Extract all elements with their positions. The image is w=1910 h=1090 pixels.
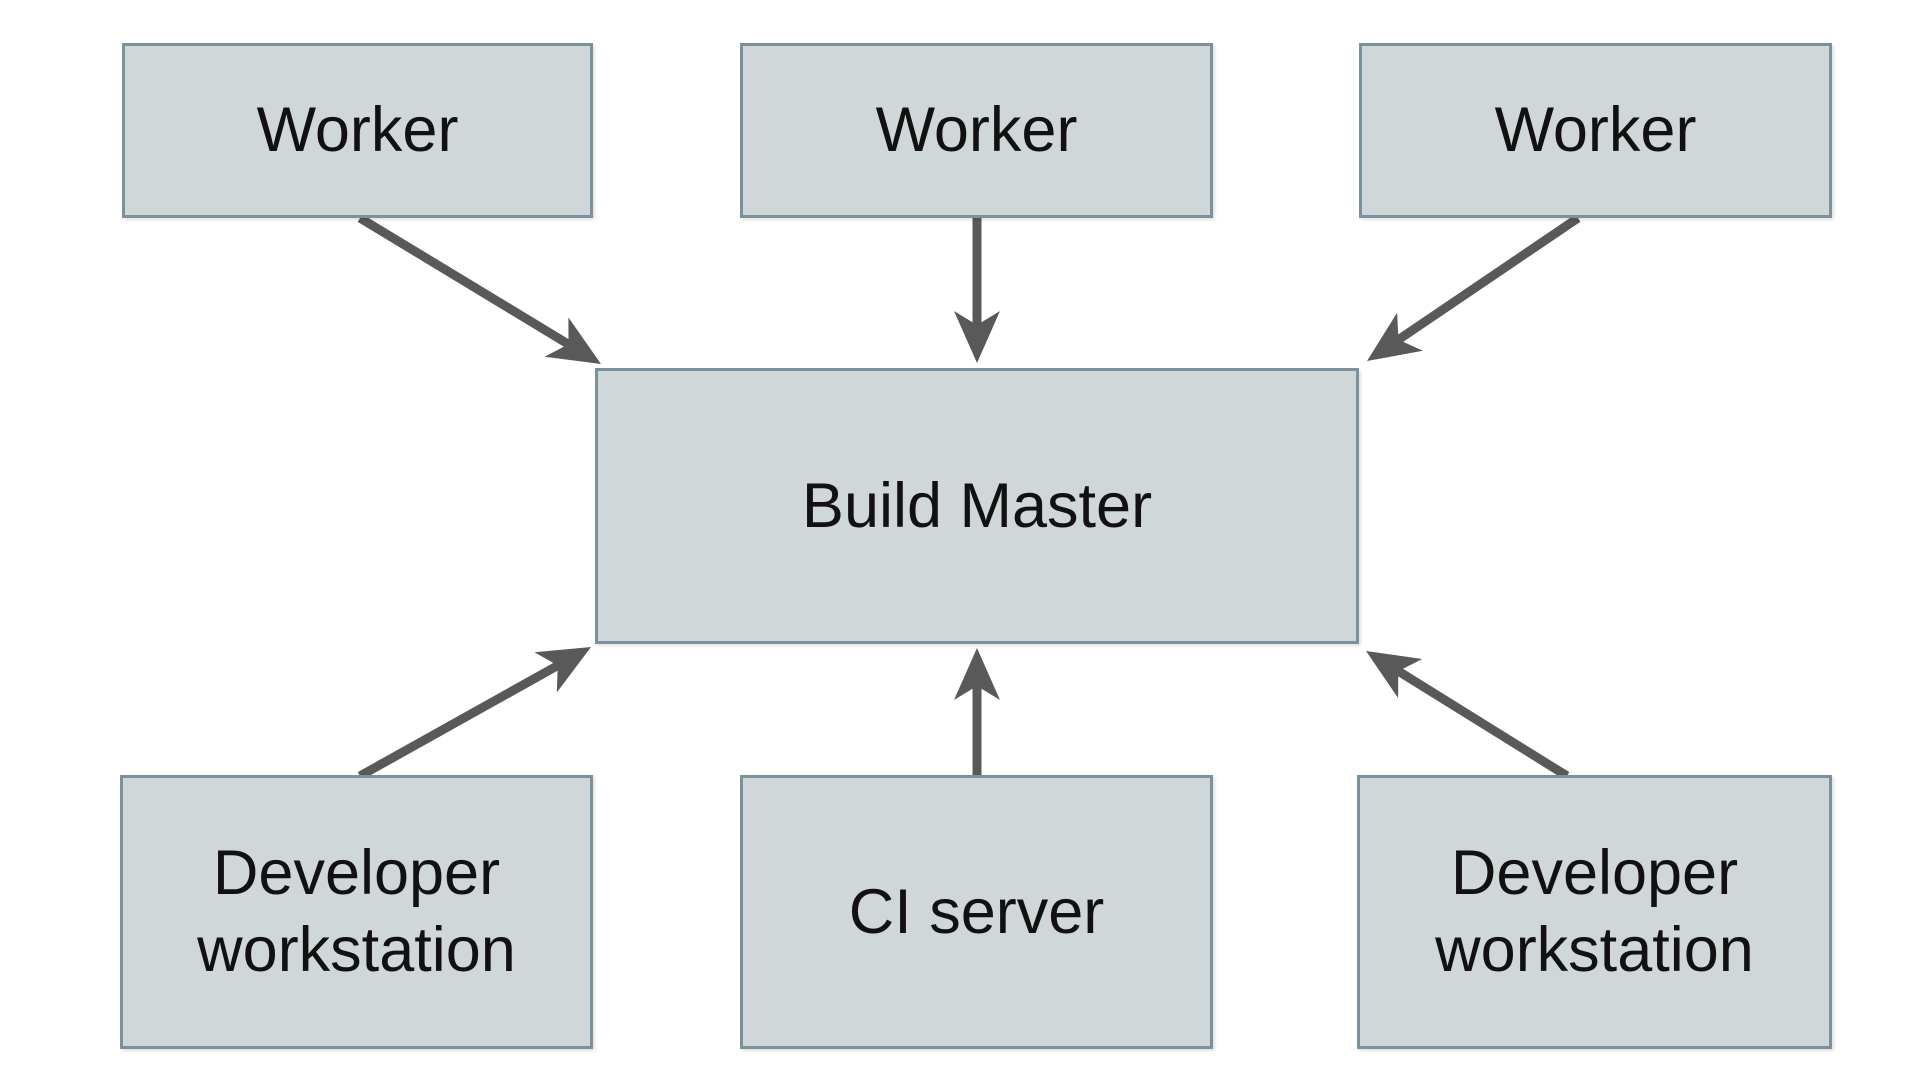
node-ci-server: CI server [740,775,1213,1049]
arrow-worker2-to-buildmaster [954,218,1000,363]
arrow-devws-left-to-buildmaster [357,647,591,780]
arrow-devws-right-to-buildmaster [1366,651,1570,780]
arrow-worker3-to-buildmaster [1367,214,1581,361]
node-developer-workstation-right-label: Developer workstation [1435,838,1754,985]
node-build-master: Build Master [595,368,1359,644]
node-worker-3: Worker [1359,43,1832,218]
node-ci-server-label: CI server [848,876,1105,947]
node-developer-workstation-left: Developer workstation [120,775,593,1049]
node-developer-workstation-left-label: Developer workstation [197,838,516,985]
node-worker-1-label: Worker [256,95,459,166]
node-worker-2: Worker [740,43,1213,218]
node-worker-3-label: Worker [1494,95,1697,166]
arrow-ciserver-to-buildmaster [954,648,1000,776]
arrow-worker1-to-buildmaster [357,214,601,364]
node-worker-2-label: Worker [875,95,1078,166]
node-developer-workstation-right: Developer workstation [1357,775,1832,1049]
node-worker-1: Worker [122,43,593,218]
node-build-master-label: Build Master [801,470,1153,541]
